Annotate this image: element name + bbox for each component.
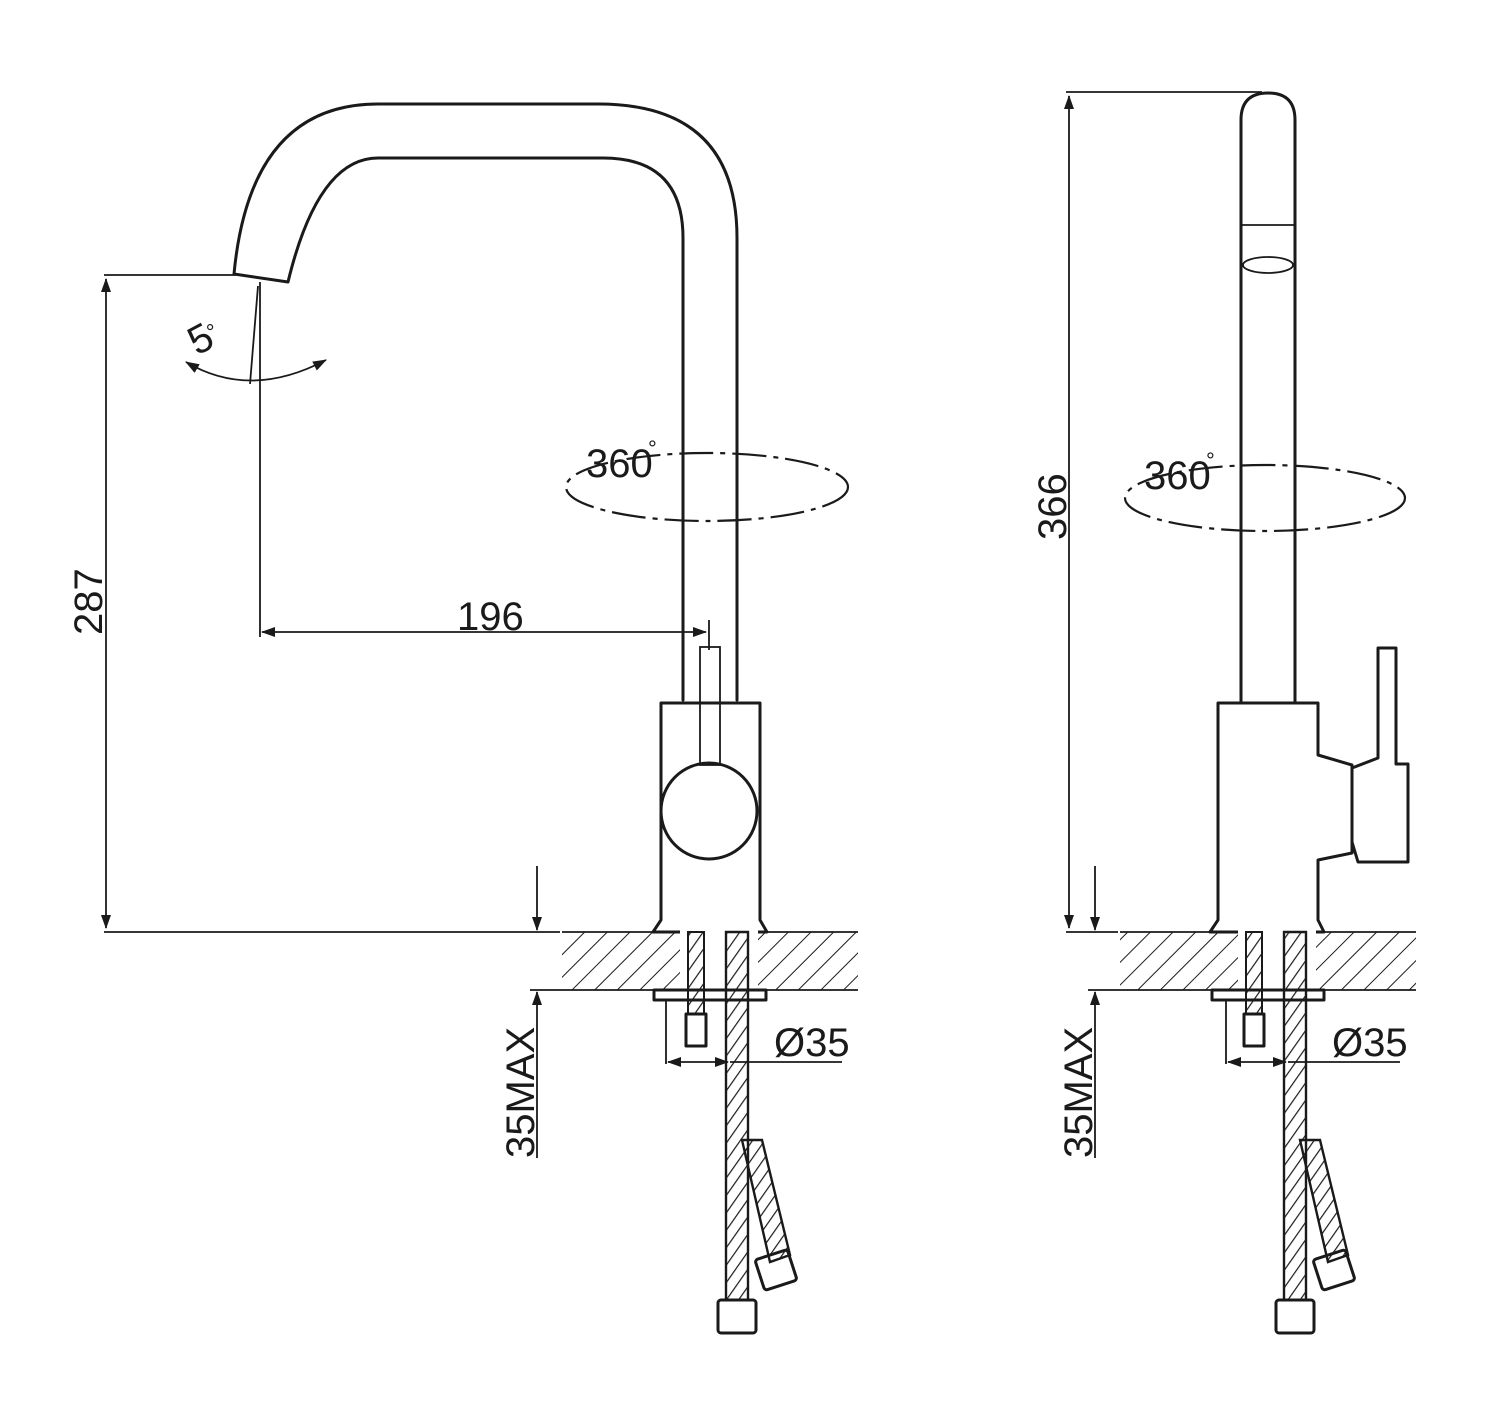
front-hose-braided — [724, 930, 750, 1302]
front-rotation-ellipse — [564, 451, 850, 523]
side-body — [1208, 701, 1354, 934]
front-hole-diameter-label: Ø35 — [774, 1021, 850, 1065]
side-threaded-stud — [1245, 931, 1263, 1015]
front-view: 360 ° 5 ° 196 287 35MAX — [67, 102, 858, 1335]
side-hose-fitting-1 — [1274, 1298, 1316, 1335]
side-hole-diameter-label: Ø35 — [1332, 1021, 1408, 1065]
side-view: 360 ° 366 35MAX Ø35 — [1031, 91, 1416, 1335]
front-spout — [232, 102, 739, 702]
front-body — [651, 701, 769, 934]
front-reach-label: 196 — [457, 595, 524, 639]
front-handle-lever — [699, 646, 721, 766]
side-nut — [1242, 1012, 1266, 1048]
front-hose-fitting-2 — [754, 1248, 798, 1292]
front-nut — [684, 1012, 708, 1048]
side-handle — [1350, 646, 1410, 864]
front-deck-max-label: 35MAX — [499, 1027, 543, 1158]
front-tilt-line — [249, 285, 259, 385]
side-height-label: 366 — [1031, 473, 1075, 540]
front-height-label: 287 — [67, 568, 111, 635]
side-rotation-unit: ° — [1206, 448, 1215, 473]
side-rotation-ellipse — [1123, 463, 1407, 533]
front-threaded-stud — [687, 931, 705, 1015]
side-spout — [1239, 91, 1297, 705]
front-handle-knob — [659, 761, 759, 861]
side-deck-max-label: 35MAX — [1057, 1027, 1101, 1158]
side-hose-fitting-2 — [1312, 1248, 1356, 1292]
front-rotation-unit: ° — [648, 436, 657, 461]
front-mounting-plate — [652, 988, 768, 1002]
side-rotation-label: 360 — [1144, 454, 1211, 498]
side-mounting-plate — [1210, 988, 1326, 1002]
side-spout-outlet-ring — [1242, 256, 1294, 274]
front-rotation-label: 360 — [586, 442, 653, 486]
front-hose-fitting-1 — [716, 1298, 758, 1335]
front-tilt-arc — [185, 359, 327, 382]
side-hose-braided — [1282, 930, 1308, 1302]
